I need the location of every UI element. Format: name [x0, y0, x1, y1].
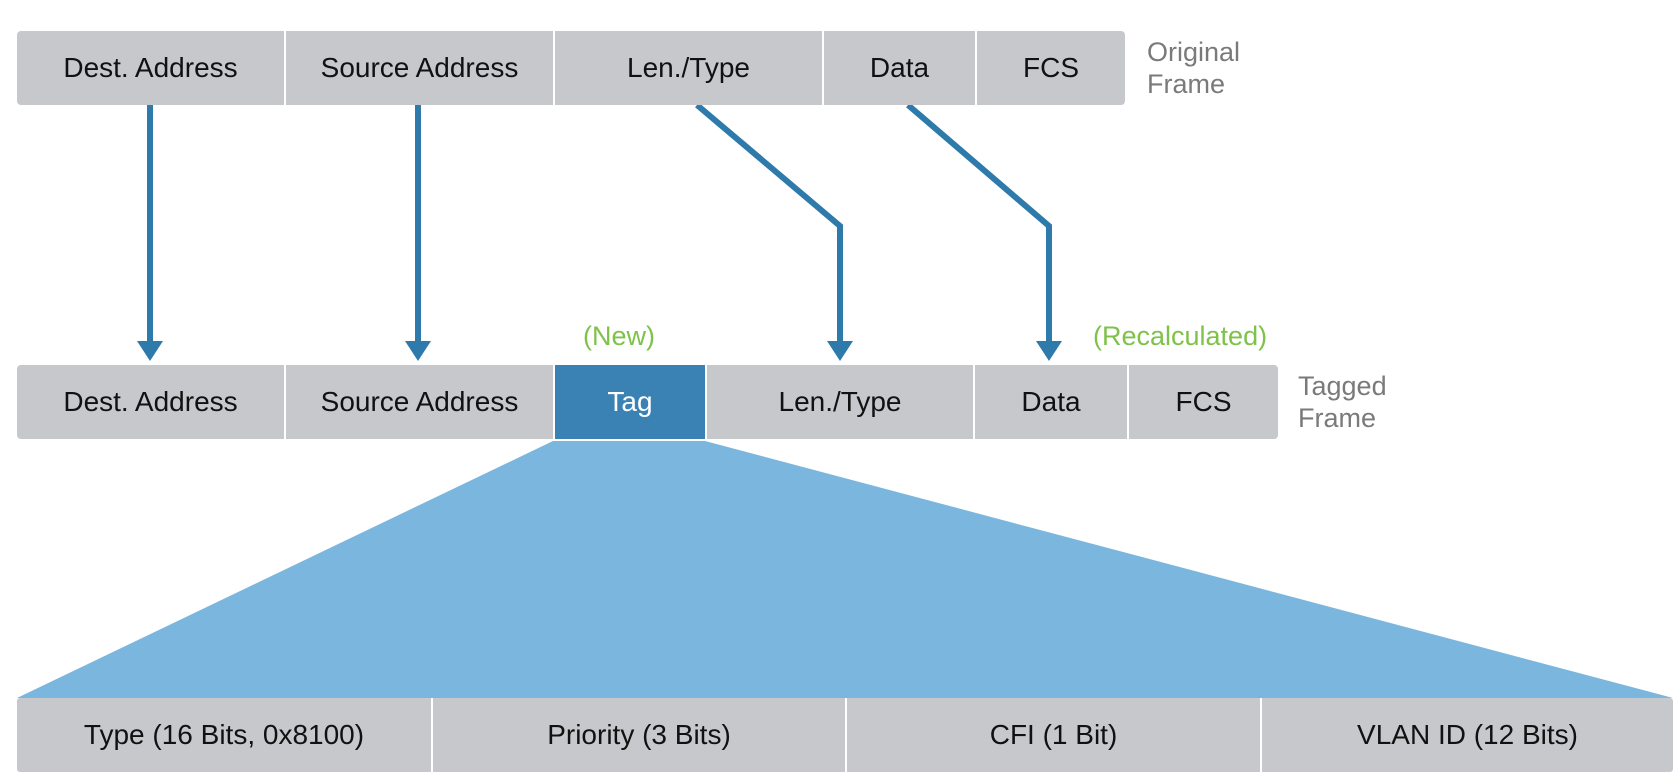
tagged-data-field: Data — [973, 365, 1127, 439]
tag-vlan-id-field: VLAN ID (12 Bits) — [1260, 698, 1673, 772]
original-dest-address-field: Dest. Address — [17, 31, 284, 105]
tag-expansion-wedge — [17, 441, 1673, 698]
original-frame-label-line1: Original — [1147, 37, 1241, 67]
tag-type-field: Type (16 Bits, 0x8100) — [17, 698, 431, 772]
original-frame: Dest. Address Source Address Len./Type D… — [17, 31, 1125, 105]
arrow-data — [906, 102, 1052, 345]
arrowhead-source-address — [405, 341, 431, 361]
tagged-frame: Dest. Address Source Address Tag Len./Ty… — [17, 365, 1278, 439]
original-fcs-field: FCS — [975, 31, 1125, 105]
original-data-field: Data — [822, 31, 975, 105]
original-frame-label: Original Frame — [1147, 36, 1240, 100]
arrow-len-type — [695, 102, 843, 345]
arrowhead-dest-address — [137, 341, 163, 361]
original-len-type-field: Len./Type — [553, 31, 822, 105]
tagged-len-type-field: Len./Type — [705, 365, 973, 439]
arrowhead-len-type — [827, 341, 853, 361]
tag-priority-field: Priority (3 Bits) — [431, 698, 845, 772]
original-source-address-field: Source Address — [284, 31, 553, 105]
tagged-frame-label: Tagged Frame — [1298, 370, 1387, 434]
new-note: (New) — [583, 321, 655, 351]
arrowhead-data — [1036, 341, 1062, 361]
original-frame-label-line2: Frame — [1147, 69, 1226, 99]
tagged-fcs-field: FCS — [1127, 365, 1278, 439]
tagged-source-address-field: Source Address — [284, 365, 553, 439]
tag-detail-row: Type (16 Bits, 0x8100) Priority (3 Bits)… — [17, 698, 1673, 772]
recalculated-note: (Recalculated) — [1093, 321, 1268, 351]
tagged-frame-label-line1: Tagged — [1298, 371, 1387, 401]
tagged-frame-label-line2: Frame — [1298, 403, 1377, 433]
tag-cfi-field: CFI (1 Bit) — [845, 698, 1260, 772]
tag-field: Tag — [553, 365, 705, 439]
tagged-dest-address-field: Dest. Address — [17, 365, 284, 439]
